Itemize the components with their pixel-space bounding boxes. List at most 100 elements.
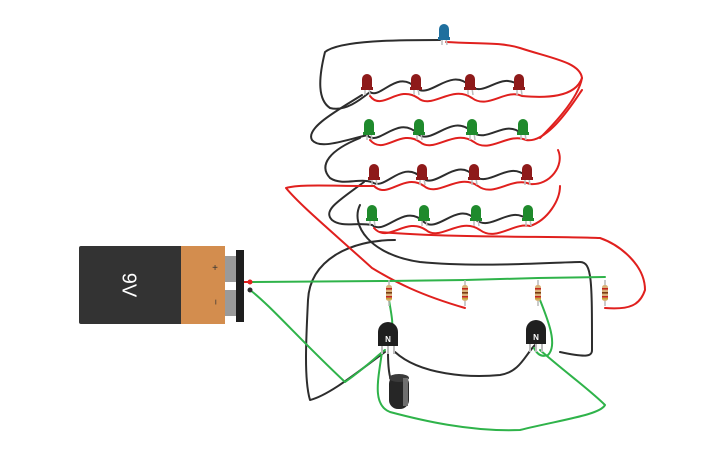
resistor-band (462, 292, 468, 294)
red-wire-top (445, 41, 583, 139)
transistor-left[interactable]: N (378, 322, 398, 354)
led-green-r2-4-body (518, 119, 528, 133)
black-wire-row4 (371, 212, 529, 229)
red-wire-row2 (369, 89, 583, 147)
led-green-r4-1-rim (366, 218, 378, 221)
led-green-r2-2-body (414, 119, 424, 133)
resistor-band (386, 298, 392, 300)
red-wires (243, 41, 646, 310)
led-red-r1-2-body (411, 74, 421, 88)
black-wire-left-rail-3 (328, 181, 373, 226)
resistor-band (602, 292, 608, 294)
battery-9v[interactable]: 9V + − (79, 246, 253, 324)
resistor-band (535, 296, 541, 298)
led-red-r1-4[interactable] (513, 74, 525, 96)
resistor-band (535, 288, 541, 290)
led-red-r3-4[interactable] (521, 164, 533, 186)
transistor-left-body (378, 322, 398, 346)
led-red-r3-3-rim (468, 177, 480, 180)
led-green-r4-3-rim (470, 218, 482, 221)
led-red-r1-1[interactable] (361, 74, 373, 96)
black-wire-bottom-frame (356, 204, 593, 357)
battery-label: 9V (118, 273, 140, 298)
battery-terminal-bottom (225, 290, 237, 316)
led-red-r3-2[interactable] (416, 164, 428, 186)
led-red-r1-1-body (362, 74, 372, 88)
led-red-r1-1-rim (361, 87, 373, 90)
black-wire-top-loop (319, 39, 441, 110)
led-array (361, 24, 534, 227)
led-green-r4-2-body (419, 205, 429, 219)
led-red-r3-2-rim (416, 177, 428, 180)
led-red-r3-3-body (469, 164, 479, 178)
resistor-band (602, 298, 608, 300)
led-red-r1-2-rim (410, 87, 422, 90)
resistor-3[interactable] (535, 280, 541, 306)
led-green-r4-1[interactable] (366, 205, 378, 227)
led-red-r1-2[interactable] (410, 74, 422, 96)
led-red-r1-3[interactable] (464, 74, 476, 96)
black-wire-left-rail (310, 94, 369, 146)
led-green-r4-3-body (471, 205, 481, 219)
red-wire-row3 (373, 149, 561, 192)
battery-positive-node[interactable] (247, 279, 253, 285)
led-red-r3-2-body (417, 164, 427, 178)
black-wire-row3 (371, 168, 527, 185)
resistor-band (462, 298, 468, 300)
transistor-left-label: N (385, 335, 391, 344)
black-wire-cap-down (305, 239, 396, 401)
resistor-band (386, 292, 392, 294)
led-green-r4-4-rim (522, 218, 534, 221)
resistor-4[interactable] (602, 280, 608, 306)
led-blue-rim (438, 37, 450, 40)
resistor-2[interactable] (462, 280, 468, 306)
led-red-r3-4-rim (521, 177, 533, 180)
led-green-r4-4[interactable] (522, 205, 534, 227)
led-green-r4-4-body (523, 205, 533, 219)
resistor-band (386, 288, 392, 290)
black-wire-row1 (369, 78, 521, 95)
battery-negative-node[interactable] (247, 287, 253, 293)
transistor-right[interactable]: N (526, 320, 546, 352)
resistor-1[interactable] (386, 280, 392, 306)
led-green-r2-3-body (467, 119, 477, 133)
transistor-right-body (526, 320, 546, 344)
led-green-r2-1-body (364, 119, 374, 133)
red-wire-row4 (373, 185, 561, 235)
red-wire-left-loop (285, 184, 466, 309)
black-wire-row2 (367, 124, 523, 139)
battery-minus-label: − (209, 299, 220, 305)
resistor-band (535, 298, 541, 300)
led-green-r2-1-rim (363, 132, 375, 135)
resistor-band (602, 296, 608, 298)
black-wire-left-rail-2 (324, 137, 373, 183)
led-green-r2-4[interactable] (517, 119, 529, 141)
led-red-r3-4-body (522, 164, 532, 178)
led-green-r4-2[interactable] (418, 205, 430, 227)
transistor-right-label: N (533, 333, 539, 342)
resistor-band (535, 292, 541, 294)
led-green-r2-2[interactable] (413, 119, 425, 141)
led-red-r1-4-rim (513, 87, 525, 90)
resistor-band (462, 296, 468, 298)
led-red-r1-3-body (465, 74, 475, 88)
capacitor-stripe (403, 378, 408, 406)
led-green-r2-2-rim (413, 132, 425, 135)
led-green-r2-3-rim (466, 132, 478, 135)
led-red-r3-1[interactable] (368, 164, 380, 186)
led-green-r4-2-rim (418, 218, 430, 221)
led-green-r4-1-body (367, 205, 377, 219)
black-wire-transistor-link (394, 344, 536, 377)
led-red-r3-3[interactable] (468, 164, 480, 186)
led-green-r4-3[interactable] (470, 205, 482, 227)
led-red-r3-1-body (369, 164, 379, 178)
led-red-r3-1-rim (368, 177, 380, 180)
led-red-r1-4-body (514, 74, 524, 88)
resistor-band (462, 288, 468, 290)
electrolytic-capacitor[interactable] (389, 374, 409, 409)
led-green-r2-3[interactable] (466, 119, 478, 141)
led-blue[interactable] (438, 24, 450, 46)
led-green-r2-1[interactable] (363, 119, 375, 141)
battery-clip (236, 250, 244, 322)
